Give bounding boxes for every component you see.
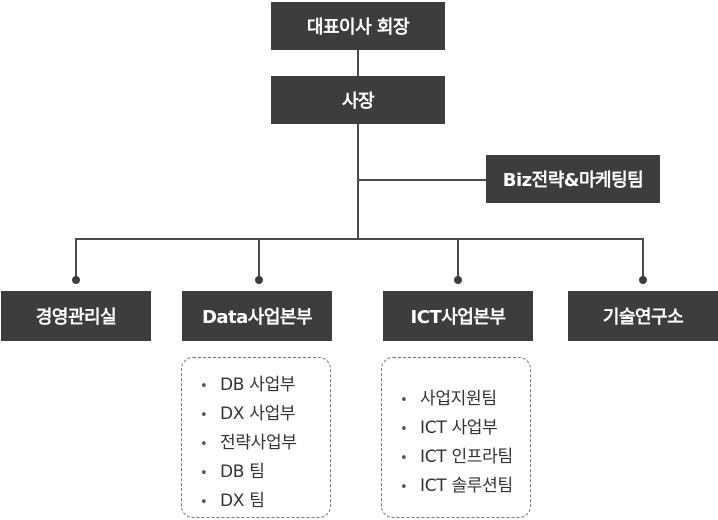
connector-staff-team bbox=[358, 179, 486, 181]
connector-trunk bbox=[357, 124, 359, 239]
connector-dot-3 bbox=[454, 276, 462, 284]
bullet-icon: • bbox=[200, 495, 208, 510]
team-label: DB 사업부 bbox=[220, 375, 296, 395]
connector-dot-2 bbox=[255, 276, 263, 284]
ict-division-team-list: • 사업지원팀 • ICT 사업부 • ICT 인프라팀 • ICT 솔루션팀 bbox=[381, 357, 531, 518]
connector-dot-1 bbox=[72, 276, 80, 284]
team-list-item: • ICT 솔루션팀 bbox=[400, 471, 513, 496]
connector-horizontal-bus bbox=[75, 238, 644, 240]
connector-dot-4 bbox=[639, 276, 647, 284]
division-box-research: 기술연구소 bbox=[568, 291, 718, 341]
team-list-item: • DB 팀 bbox=[200, 457, 265, 482]
connector-ceo-president bbox=[357, 50, 359, 76]
team-label: 사업지원팀 bbox=[420, 389, 497, 409]
connector-drop-1 bbox=[75, 238, 77, 280]
team-label: DX 사업부 bbox=[220, 404, 296, 424]
team-list-item: • DX 팀 bbox=[200, 486, 265, 511]
team-list-item: • DX 사업부 bbox=[200, 399, 296, 424]
connector-drop-3 bbox=[457, 238, 459, 280]
division-box-ict: ICT사업본부 bbox=[383, 291, 533, 341]
president-box: 사장 bbox=[271, 76, 445, 124]
bullet-icon: • bbox=[200, 466, 208, 481]
team-label: ICT 사업부 bbox=[420, 418, 498, 438]
team-list-item: • ICT 사업부 bbox=[400, 413, 498, 438]
bullet-icon: • bbox=[400, 422, 408, 437]
connector-drop-4 bbox=[642, 238, 644, 280]
team-list-item: • 전략사업부 bbox=[200, 428, 297, 453]
bullet-icon: • bbox=[400, 480, 408, 495]
bullet-icon: • bbox=[200, 437, 208, 452]
bullet-icon: • bbox=[400, 393, 408, 408]
team-label: ICT 솔루션팀 bbox=[420, 476, 513, 496]
ceo-box: 대표이사 회장 bbox=[271, 2, 445, 50]
division-box-data: Data사업본부 bbox=[182, 291, 332, 341]
team-list-item: • ICT 인프라팀 bbox=[400, 442, 513, 467]
team-label: ICT 인프라팀 bbox=[420, 447, 513, 467]
connector-drop-2 bbox=[258, 238, 260, 280]
data-division-team-list: • DB 사업부 • DX 사업부 • 전략사업부 • DB 팀 • DX 팀 bbox=[181, 357, 331, 518]
division-box-management: 경영관리실 bbox=[1, 291, 151, 341]
team-list-item: • DB 사업부 bbox=[200, 370, 296, 395]
team-label: DX 팀 bbox=[220, 491, 265, 511]
team-label: 전략사업부 bbox=[220, 433, 297, 453]
bullet-icon: • bbox=[200, 379, 208, 394]
staff-team-box: Biz전략&마케팅팀 bbox=[486, 155, 660, 203]
bullet-icon: • bbox=[400, 451, 408, 466]
bullet-icon: • bbox=[200, 408, 208, 423]
team-list-item: • 사업지원팀 bbox=[400, 384, 497, 409]
team-label: DB 팀 bbox=[220, 462, 265, 482]
